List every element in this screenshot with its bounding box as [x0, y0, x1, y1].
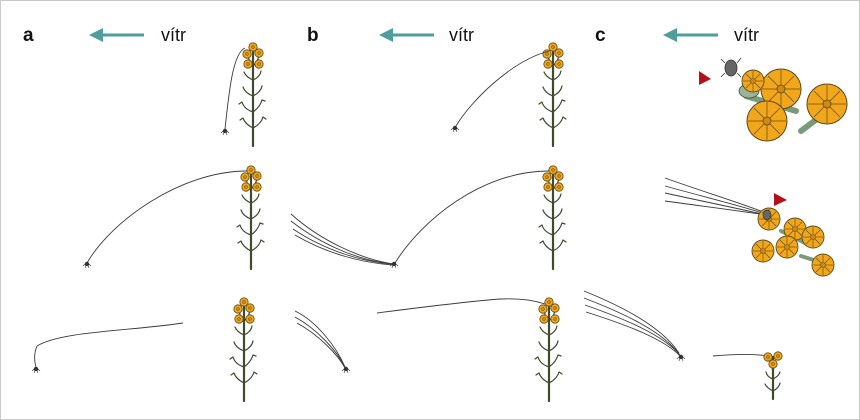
flower-cluster-closeup-2 [664, 177, 835, 277]
spider-icon [31, 366, 41, 374]
spider-icon [450, 125, 460, 133]
silk-strand-b2-4 [294, 234, 394, 266]
panel-b-letter: b [307, 25, 319, 46]
plant-b3 [535, 298, 562, 401]
red-triangle-marker-icon [774, 193, 787, 206]
spider-icon [82, 261, 92, 269]
panel-b: b vítr [290, 25, 566, 401]
silk-strand-c3-4 [585, 311, 681, 357]
left-arrow-icon [661, 26, 720, 44]
spider-icon [724, 59, 738, 77]
plant-a2 [237, 166, 264, 269]
spider-icon [220, 128, 230, 136]
spider-icon [762, 209, 772, 221]
panel-a: a vítr [23, 25, 266, 401]
panel-a-wind-label: vítr [161, 25, 186, 45]
silk-strand-c3-1 [583, 290, 680, 354]
silk-strand-b3-2 [294, 316, 346, 368]
plant-b2 [539, 166, 566, 269]
red-triangle-marker-icon [699, 71, 711, 85]
silk-strand-b3-3 [296, 322, 346, 369]
silk-thread-a1 [224, 47, 246, 130]
panel-a-letter: a [23, 25, 34, 46]
silk-thread-c3 [712, 354, 770, 357]
spider-icon [341, 366, 351, 374]
silk-thread-a2 [86, 170, 248, 264]
silk-strand-c3-3 [584, 304, 681, 356]
left-arrow-icon [87, 26, 146, 44]
silk-strand-c3-2 [583, 297, 680, 355]
spider-icon [676, 354, 686, 362]
spider-icon [389, 261, 399, 269]
panel-c-wind-label: vítr [734, 25, 759, 45]
flower-cluster-closeup-1 [720, 57, 848, 142]
silk-thread-b1 [455, 50, 550, 127]
silk-strand-b2-3 [292, 228, 394, 265]
silk-thread-a3 [34, 322, 184, 368]
plant-c3 [763, 351, 783, 401]
plant-a1 [239, 43, 266, 146]
panel-c: c vítr [583, 25, 848, 401]
plant-a3 [230, 298, 257, 401]
panel-b-wind-label: vítr [449, 25, 474, 45]
silk-strand-b2-2 [290, 220, 394, 265]
plant-b1 [539, 43, 566, 146]
silk-strand-b2-1 [290, 213, 394, 265]
silk-thread-b3 [376, 298, 546, 314]
silk-thread-b2 [394, 170, 550, 264]
panel-c-letter: c [595, 25, 606, 46]
left-arrow-icon [377, 26, 436, 44]
